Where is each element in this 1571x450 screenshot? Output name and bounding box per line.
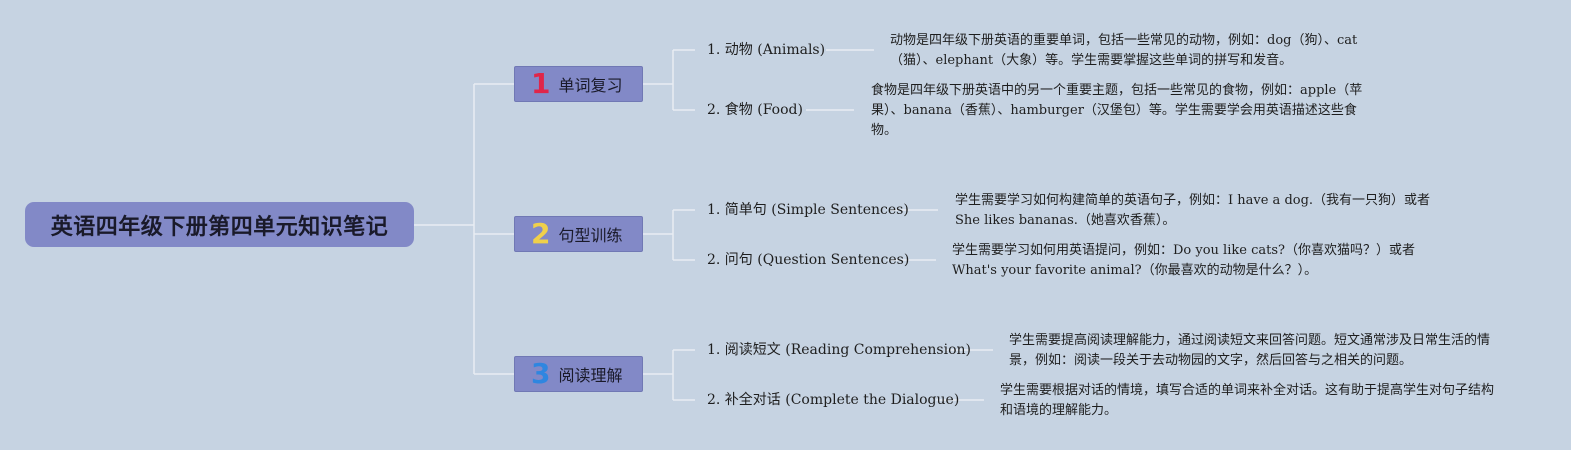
branch-number: 2 — [531, 217, 551, 250]
desc-food: 食物是四年级下册英语中的另一个重要主题，包括一些常见的食物，例如：apple（苹… — [871, 83, 1363, 138]
leaf-question-sentences[interactable]: 2. 问句 (Question Sentences) — [707, 252, 910, 268]
branch-number: 3 — [531, 357, 551, 390]
desc-complete-dialogue: 学生需要根据对话的情境，填写合适的单词来补全对话。这有助于提高学生对句子结构和语… — [1000, 383, 1495, 418]
root-node[interactable]: 英语四年级下册第四单元知识笔记 — [25, 202, 414, 247]
leaf-reading-comprehension[interactable]: 1. 阅读短文 (Reading Comprehension) — [707, 342, 972, 358]
root-title: 英语四年级下册第四单元知识笔记 — [50, 214, 389, 240]
branch-node-sentences[interactable]: 2 句型训练 — [514, 216, 643, 252]
leaf-simple-sentences[interactable]: 1. 简单句 (Simple Sentences) — [707, 202, 909, 218]
desc-simple-sentences: 学生需要学习如何构建简单的英语句子，例如：I have a dog.（我有一只狗… — [955, 193, 1431, 228]
branch-number: 1 — [531, 67, 551, 100]
branch-node-reading[interactable]: 3 阅读理解 — [514, 356, 643, 392]
branch-label: 句型训练 — [558, 226, 623, 245]
desc-animals: 动物是四年级下册英语的重要单词，包括一些常见的动物，例如：dog（狗）、cat（… — [890, 33, 1358, 68]
leaf-food[interactable]: 2. 食物 (Food) — [707, 102, 803, 118]
desc-reading-comprehension: 学生需要提高阅读理解能力，通过阅读短文来回答问题。短文通常涉及日常生活的情景，例… — [1009, 333, 1491, 368]
branch-label: 阅读理解 — [558, 366, 623, 385]
branch-label: 单词复习 — [558, 76, 623, 95]
leaf-complete-dialogue[interactable]: 2. 补全对话 (Complete the Dialogue) — [707, 392, 960, 408]
branch-node-vocabulary[interactable]: 1 单词复习 — [514, 66, 643, 102]
leaf-animals[interactable]: 1. 动物 (Animals) — [707, 42, 826, 58]
desc-question-sentences: 学生需要学习如何用英语提问，例如：Do you like cats?（你喜欢猫吗… — [952, 243, 1415, 278]
